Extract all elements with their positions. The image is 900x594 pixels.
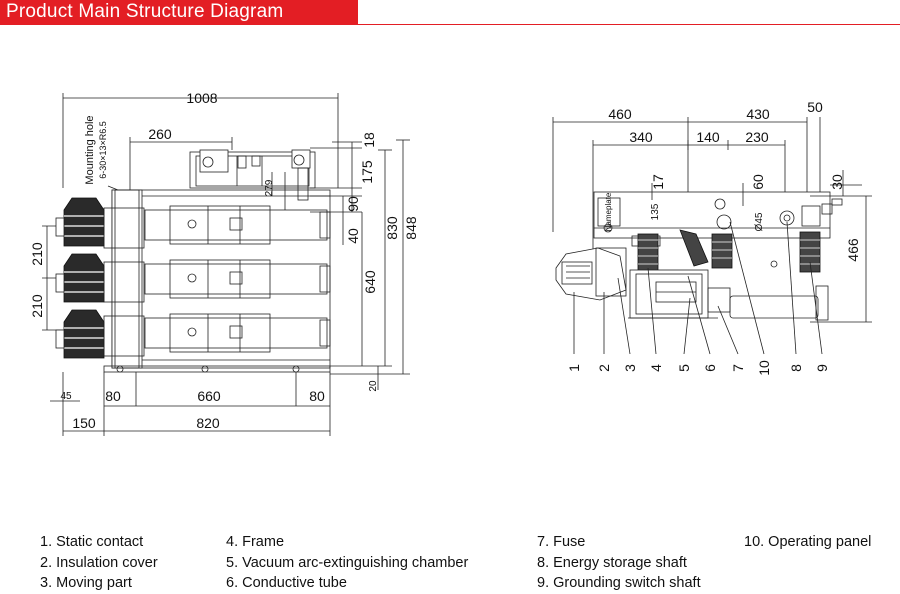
legend-item: 5. Vacuum arc-extinguishing chamber: [226, 554, 469, 571]
dim-820: 820: [196, 415, 220, 431]
callout-6: 6: [702, 364, 718, 372]
mounting-hole-label: Mounting hole: [84, 115, 96, 184]
callout-9: 9: [814, 364, 830, 372]
header-band: Product Main Structure Diagram: [0, 0, 900, 25]
dim-210-lower: 210: [29, 294, 45, 318]
dim-20: 20: [368, 380, 379, 392]
dim-80-left: 80: [105, 388, 121, 404]
dim-140: 140: [696, 129, 720, 145]
dim-18: 18: [361, 132, 377, 148]
dim-60: 60: [750, 174, 766, 190]
legend-column-4: 10. Operating panel: [744, 532, 871, 553]
dim-848: 848: [403, 216, 419, 240]
dim-30: 30: [829, 174, 845, 190]
dim-210-upper: 210: [29, 242, 45, 266]
nameplate-label: Nameplate: [604, 192, 613, 231]
title-bar: [0, 0, 358, 24]
structure-drawing: 1008 260 18 175 279 90 40 830 848 640 21…: [29, 90, 872, 436]
legend-item: 7. Fuse: [537, 534, 586, 550]
legend-item: 10. Operating panel: [744, 534, 872, 550]
right-view: 460 430 50 340 140 230 17 60 30 135 Ø45 …: [552, 99, 872, 376]
legend-item: 1. Static contact: [40, 534, 144, 550]
phase-row-3: [63, 309, 331, 359]
left-view: 1008 260 18 175 279 90 40 830 848 640 21…: [29, 90, 419, 436]
legend-item: 3. Moving part: [40, 575, 132, 591]
callout-1: 1: [566, 364, 582, 372]
legend-column-1: 1. Static contact 2. Insulation cover 3.…: [40, 532, 158, 594]
dim-45: 45: [60, 391, 72, 402]
legend-column-2: 4. Frame 5. Vacuum arc-extinguishing cha…: [226, 532, 468, 594]
dim-150: 150: [72, 415, 96, 431]
dim-d45: Ø45: [754, 212, 765, 231]
dim-80-right: 80: [309, 388, 325, 404]
legend-item: 6. Conductive tube: [226, 575, 347, 591]
dim-50: 50: [807, 99, 823, 115]
dim-40: 40: [345, 228, 361, 244]
legend-item: 9. Grounding switch shaft: [537, 575, 701, 591]
callout-5: 5: [676, 364, 692, 372]
phase-row-1: [63, 197, 331, 249]
legend-item: 2. Insulation cover: [40, 554, 158, 571]
dim-830: 830: [384, 216, 400, 240]
legend-item: 8. Energy storage shaft: [537, 554, 687, 571]
dim-460: 460: [608, 106, 632, 122]
callout-7: 7: [730, 364, 746, 372]
dim-175: 175: [359, 160, 375, 184]
dim-90: 90: [345, 196, 361, 212]
dim-640: 640: [362, 270, 378, 294]
dim-279: 279: [264, 179, 275, 196]
dim-430: 430: [746, 106, 770, 122]
phase-row-2: [63, 253, 331, 303]
callout-3: 3: [622, 364, 638, 372]
dim-1008: 1008: [186, 90, 217, 106]
dim-340: 340: [629, 129, 653, 145]
callout-4: 4: [648, 364, 664, 372]
legend-column-3: 7. Fuse 8. Energy storage shaft 9. Groun…: [537, 532, 701, 594]
dim-260: 260: [148, 126, 172, 142]
dim-660: 660: [197, 388, 221, 404]
diagram-title: Product Main Structure Diagram: [6, 1, 284, 22]
callout-2: 2: [596, 364, 612, 372]
dim-466: 466: [845, 238, 861, 262]
dim-135: 135: [650, 203, 661, 220]
dim-230: 230: [745, 129, 769, 145]
mounting-hole-spec: 6-30×13×R6.5: [98, 121, 108, 179]
callout-10: 10: [756, 360, 772, 376]
callout-8: 8: [788, 364, 804, 372]
legend-item: 4. Frame: [226, 534, 285, 550]
dim-17: 17: [650, 174, 666, 190]
